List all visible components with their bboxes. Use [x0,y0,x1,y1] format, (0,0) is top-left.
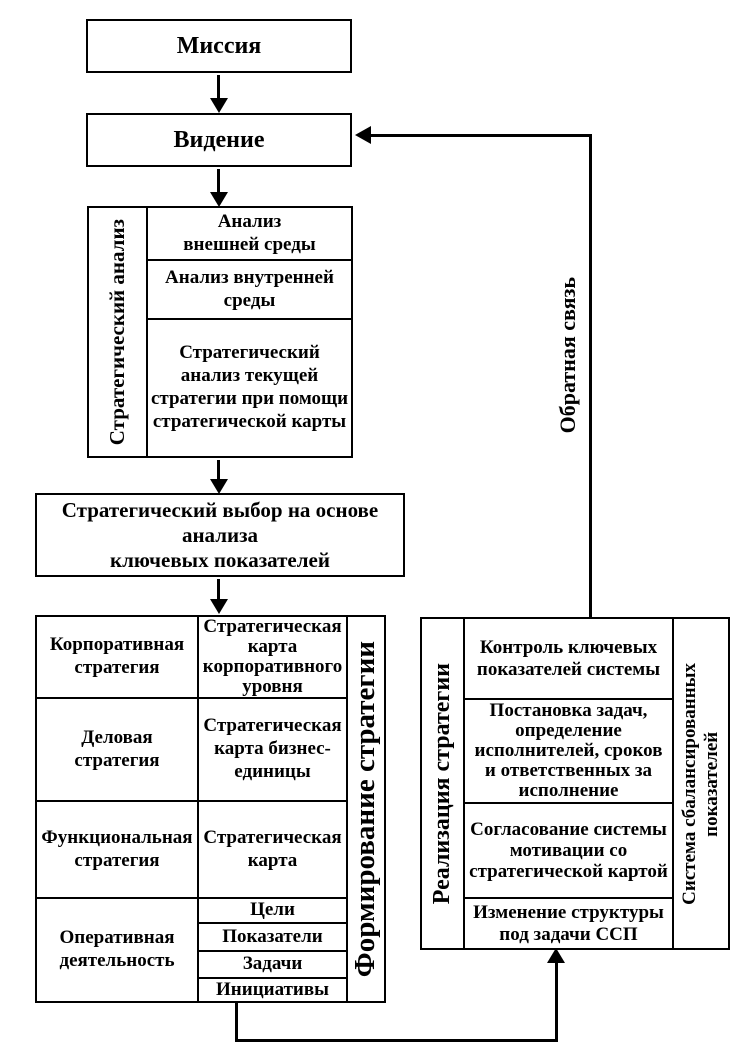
formation-col-divider [197,617,199,1001]
analysis-row-divider [146,318,351,320]
arrow-choice-formation-line [217,579,220,602]
connector-horizontal-line [235,1039,558,1042]
connector-arrow-head [547,948,565,963]
arrow-analysis-choice-head [210,479,228,494]
functional-strategy-cell: Функциональная стратегия [41,826,193,871]
bsc-side-label: Система сбалансированных показателей [679,662,722,905]
connector-down-line [235,1001,238,1042]
mission-label: Миссия [176,32,262,59]
vision-label: Видение [173,126,265,153]
motivation-alignment-cell: Согласование системы мотивации со страте… [469,818,668,883]
kpi-control-cell: Контроль ключевых показателей системы [476,637,661,680]
feedback-label-wrap: Обратная связь [548,225,588,485]
formation-sidecol-divider [346,617,348,1001]
arrow-vision-analysis-line [217,169,220,195]
realization-table: Реализация стратегии Контроль ключевых п… [420,617,730,950]
feedback-vertical-line [589,134,592,617]
strategic-choice-box: Стратегический выбор на основе анализа к… [35,493,405,577]
tasks-cell: Задачи [242,953,303,975]
corporate-strategy-cell: Корпоративная стратегия [49,634,185,678]
analysis-cell-external: Анализ внешней среды [183,210,316,255]
realization-row-divider [463,897,674,899]
business-map-cell: Стратегическая карта бизнес- единицы [203,715,342,782]
indicators-cell: Показатели [222,925,323,947]
feedback-horizontal-line [369,134,591,137]
arrow-choice-formation-head [210,599,228,614]
bsc-side-label-wrap: Система сбалансированных показателей [674,619,728,948]
realization-row-divider [463,802,674,804]
formation-subrow-divider [197,922,348,924]
arrow-analysis-choice-line [217,460,220,482]
analysis-side-label: Стратегический анализ [105,218,130,446]
realization-sidecol-divider [463,619,465,948]
analysis-cell-internal: Анализ внутренней среды [165,266,334,311]
arrow-vision-analysis-head [210,192,228,207]
operational-activity-cell: Оперативная деятельность [59,927,175,971]
initiatives-cell: Инициативы [216,978,329,1000]
realization-side-label: Реализация стратегии [428,662,455,905]
feedback-arrow-head [355,126,371,144]
connector-up-line [555,962,558,1042]
business-strategy-cell: Деловая стратегия [74,726,160,771]
mission-box: Миссия [86,19,352,73]
realization-row-divider [463,698,674,700]
formation-subrow-divider [197,950,348,952]
functional-map-cell: Стратегическая карта [203,826,342,871]
strategic-analysis-block: Стратегический анализ Анализ внешней сре… [87,206,353,458]
formation-table: Корпоративная стратегия Стратегическая к… [35,615,386,1003]
task-setting-cell: Постановка задач, определение исполнител… [474,699,663,802]
corporate-map-cell: Стратегическая карта корпоративного уров… [202,615,343,698]
strategic-choice-label: Стратегический выбор на основе анализа к… [61,497,379,572]
structure-change-cell: Изменение структуры под задачи ССП [473,902,664,945]
formation-subrow-divider [197,977,348,979]
feedback-label: Обратная связь [555,276,581,434]
arrow-mission-vision-line [217,75,220,101]
formation-row-divider [37,697,348,699]
analysis-side-label-wrap: Стратегический анализ [89,208,146,456]
realization-side-label-wrap: Реализация стратегии [422,619,463,948]
vision-box: Видение [86,113,352,167]
formation-side-label-wrap: Формирование стратегии [348,617,384,1001]
goals-cell: Цели [250,899,295,921]
bsc-sidecol-divider [672,619,674,948]
formation-side-label: Формирование стратегии [349,640,382,978]
analysis-row-divider [146,259,351,261]
analysis-cell-current-strategy: Стратегический анализ текущей стратегии … [150,342,349,432]
formation-row-divider [37,800,348,802]
analysis-divider [146,208,148,456]
formation-row-divider [37,897,348,899]
arrow-mission-vision-head [210,98,228,113]
